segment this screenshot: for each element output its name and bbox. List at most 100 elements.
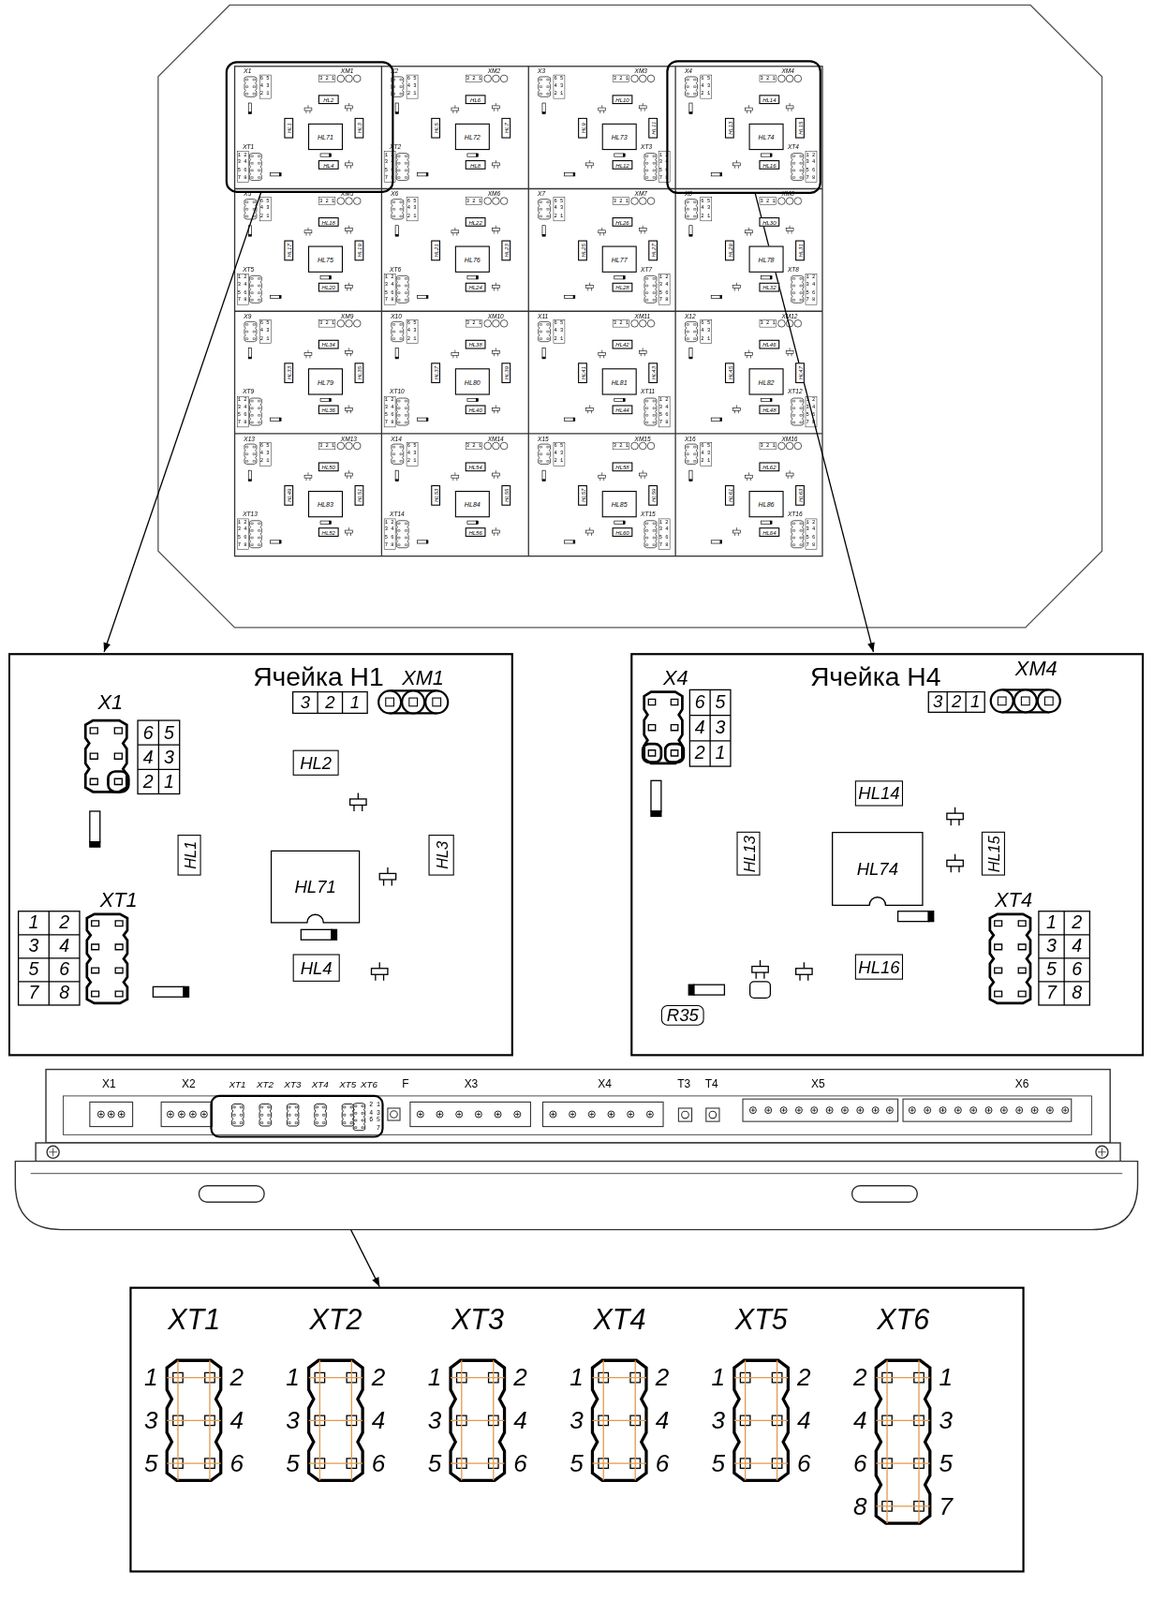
pin-numbers: 3 2 1 bbox=[760, 443, 776, 449]
board-outline bbox=[158, 4, 1103, 627]
connector-label: X4 bbox=[663, 666, 689, 688]
led-label: HL47 bbox=[795, 362, 805, 384]
connector-label: XT10 bbox=[389, 388, 405, 396]
connector-label: XT1 bbox=[100, 889, 138, 911]
connector-pinout bbox=[734, 1360, 789, 1480]
terminal-pin bbox=[826, 1107, 833, 1114]
connector-label: X1 bbox=[98, 692, 124, 713]
device-connector bbox=[232, 1103, 366, 1131]
led-label: HL62 bbox=[758, 461, 780, 472]
pin-number: 3 bbox=[710, 715, 731, 741]
led-label: HL31 bbox=[795, 239, 805, 261]
pin-number: 1 bbox=[965, 692, 985, 713]
connector-pinout bbox=[166, 1360, 222, 1480]
cell-detail-drawing bbox=[752, 960, 769, 979]
connector-label: X8 bbox=[684, 191, 693, 198]
connector-label: XT14 bbox=[389, 511, 405, 518]
pin-number: 2 bbox=[651, 1362, 673, 1392]
led-label: HL58 bbox=[612, 461, 634, 472]
cell-detail-drawing bbox=[994, 920, 1026, 997]
led-label: HL79 bbox=[308, 368, 343, 395]
pin-number: 6 bbox=[1064, 958, 1090, 982]
connector-label: XT3 bbox=[640, 144, 652, 151]
cell-detail-drawing bbox=[689, 689, 731, 767]
led-outline bbox=[270, 850, 359, 923]
pin-numbers: 3 2 1 bbox=[319, 198, 335, 204]
pin-number: 4 bbox=[369, 1109, 373, 1117]
led-label: HL61 bbox=[724, 484, 734, 505]
connector-label: X3 bbox=[464, 1078, 479, 1090]
terminal-block bbox=[742, 1098, 899, 1122]
pin-number: 4 bbox=[368, 1405, 389, 1436]
pin-number: 5 bbox=[376, 1117, 381, 1125]
led-label: HL1 bbox=[181, 841, 197, 870]
device-connector bbox=[232, 1104, 244, 1126]
terminal-pin bbox=[1031, 1107, 1038, 1114]
pin-number: 8 bbox=[849, 1492, 871, 1522]
led-label: HL75 bbox=[308, 246, 343, 273]
led-label: HL35 bbox=[354, 362, 364, 384]
terminal-pin bbox=[908, 1107, 916, 1114]
connector-label: XM14 bbox=[488, 435, 504, 443]
pin-number: 8 bbox=[48, 981, 80, 1006]
connector-label: XT4 bbox=[787, 144, 799, 151]
pin-number: 3 bbox=[282, 1405, 304, 1436]
device-connector bbox=[288, 1106, 298, 1125]
led-label: HL74 bbox=[857, 859, 899, 878]
connector-pinout bbox=[450, 1360, 505, 1480]
pin-number: 6 bbox=[137, 720, 159, 745]
pin-numbers: 1 2 3 4 5 6 7 8 bbox=[384, 397, 396, 428]
cell-detail-drawing bbox=[991, 689, 1014, 712]
terminal-pin bbox=[177, 1110, 185, 1118]
cell-detail-drawing bbox=[990, 914, 1031, 1004]
terminal-pin bbox=[627, 1110, 635, 1118]
terminal-pin bbox=[474, 1110, 482, 1118]
connector-label: XT6 bbox=[360, 1080, 378, 1091]
cell-detail-drawing bbox=[378, 690, 401, 713]
terminal-block bbox=[706, 1108, 720, 1122]
cell-detail-drawing bbox=[432, 697, 442, 707]
pin-numbers: 1 2 3 4 5 6 7 8 bbox=[806, 397, 817, 428]
pin-numbers: 1 2 3 4 5 6 7 8 bbox=[806, 518, 817, 549]
board-cells bbox=[236, 319, 361, 427]
connector-label: XM15 bbox=[635, 435, 651, 443]
pin-numbers: 3 2 1 bbox=[466, 76, 482, 82]
pin-numbers: 6 5 4 3 2 1 bbox=[260, 320, 271, 343]
connector-label: XM5 bbox=[340, 191, 354, 198]
pin-numbers: 3 2 1 bbox=[760, 76, 776, 82]
pin-numbers: 6 5 4 3 2 1 bbox=[700, 75, 711, 99]
device-housing bbox=[1097, 1147, 1107, 1156]
pin-numbers: 1 2 3 4 5 6 7 8 bbox=[237, 274, 249, 305]
led-label: HL15 bbox=[795, 117, 805, 138]
led-label: HL63 bbox=[795, 484, 805, 505]
connector-label: XT16 bbox=[787, 511, 803, 518]
led-label: HL78 bbox=[749, 246, 785, 273]
cell-detail-drawing bbox=[85, 720, 127, 792]
pin-numbers: 3 2 1 bbox=[466, 321, 482, 326]
connector-label: XT7 bbox=[640, 266, 652, 273]
pin-number: 1 bbox=[140, 1362, 162, 1392]
connector-label: X16 bbox=[684, 435, 696, 443]
connector-label: X9 bbox=[243, 312, 252, 320]
connector-pinout bbox=[734, 1360, 789, 1480]
device-housing bbox=[852, 1185, 918, 1202]
connector-label: XM9 bbox=[340, 312, 354, 320]
connector-label: XT9 bbox=[242, 388, 254, 396]
device-housing bbox=[35, 1142, 1121, 1162]
board-cells bbox=[685, 197, 817, 305]
terminal-pin bbox=[107, 1110, 115, 1118]
connector-label: T4 bbox=[705, 1078, 719, 1090]
board-cells bbox=[384, 319, 508, 427]
led-label: HL20 bbox=[318, 282, 340, 293]
pin-number: 6 bbox=[849, 1449, 871, 1479]
terminal-pin bbox=[97, 1110, 104, 1118]
connector-label: XT11 bbox=[640, 388, 655, 396]
cell-detail-drawing bbox=[371, 961, 388, 981]
pin-numbers: 1 2 3 4 5 6 7 8 bbox=[384, 151, 396, 182]
led-label: HL14 bbox=[858, 784, 900, 803]
resistor-label-box: R35 bbox=[661, 1005, 705, 1026]
board-cells bbox=[384, 442, 508, 549]
connector-label: X6 bbox=[390, 191, 399, 198]
led-label: HL12 bbox=[612, 160, 634, 170]
terminal-pin bbox=[841, 1107, 848, 1114]
